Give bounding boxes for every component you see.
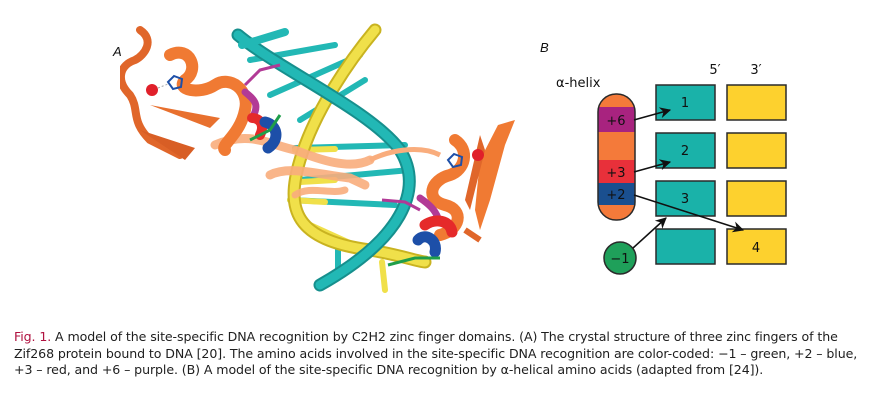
minus1-circle bbox=[603, 241, 637, 275]
arrow-minus1-to-3 bbox=[632, 217, 667, 249]
panel-label-b: B bbox=[540, 40, 549, 55]
zinc-ion-1 bbox=[146, 84, 158, 96]
molecular-structure-image bbox=[120, 23, 515, 293]
box-1-label: 1 bbox=[681, 96, 689, 111]
plus6-label: +6 bbox=[606, 114, 625, 129]
zinc-finger-3 bbox=[368, 120, 515, 267]
five-prime-label: 5′ bbox=[709, 63, 720, 78]
three-prime-box-3 bbox=[726, 180, 787, 217]
five-prime-box-3 bbox=[655, 180, 716, 217]
plus2-label: +2 bbox=[606, 188, 625, 203]
box-4-label: 4 bbox=[752, 241, 760, 256]
zinc-finger-1 bbox=[120, 26, 282, 160]
plus3-label: +3 bbox=[606, 166, 625, 181]
three-prime-box-1 bbox=[726, 84, 787, 121]
figure-caption: Fig. 1. A model of the site-specific DNA… bbox=[14, 329, 864, 379]
alpha-helix-label: α-helix bbox=[556, 76, 601, 91]
recognition-diagram: α-helix 5′ 3′ +6 +3 +2 −1 1 2 3 4 bbox=[556, 63, 787, 275]
arrow-plus3-to-2 bbox=[633, 159, 672, 173]
three-prime-box-4 bbox=[726, 228, 787, 265]
figure-reference: Fig. 1. bbox=[14, 329, 52, 344]
dna-helix bbox=[231, 23, 432, 293]
panel-label-a: A bbox=[113, 44, 122, 59]
arrows bbox=[632, 107, 745, 249]
helix-segment-plus2 bbox=[598, 183, 635, 205]
helix-segment-plus3 bbox=[598, 160, 635, 183]
helix-segment-plus6 bbox=[598, 107, 635, 132]
three-prime-label: 3′ bbox=[750, 63, 761, 78]
box-3-label: 3 bbox=[681, 192, 689, 207]
five-prime-box-4 bbox=[655, 228, 716, 265]
alpha-helix-capsule bbox=[598, 94, 635, 220]
zinc-finger-2 bbox=[210, 134, 375, 199]
caption-text: A model of the site-specific DNA recogni… bbox=[14, 329, 858, 377]
zinc-ion-3 bbox=[472, 149, 484, 161]
three-prime-box-2 bbox=[726, 132, 787, 169]
box-2-label: 2 bbox=[681, 144, 689, 159]
arrow-plus2-to-4 bbox=[633, 194, 745, 233]
three-prime-column: 4 bbox=[726, 84, 787, 265]
arrow-plus6-to-1 bbox=[633, 107, 672, 121]
minus1-label: −1 bbox=[610, 252, 629, 267]
